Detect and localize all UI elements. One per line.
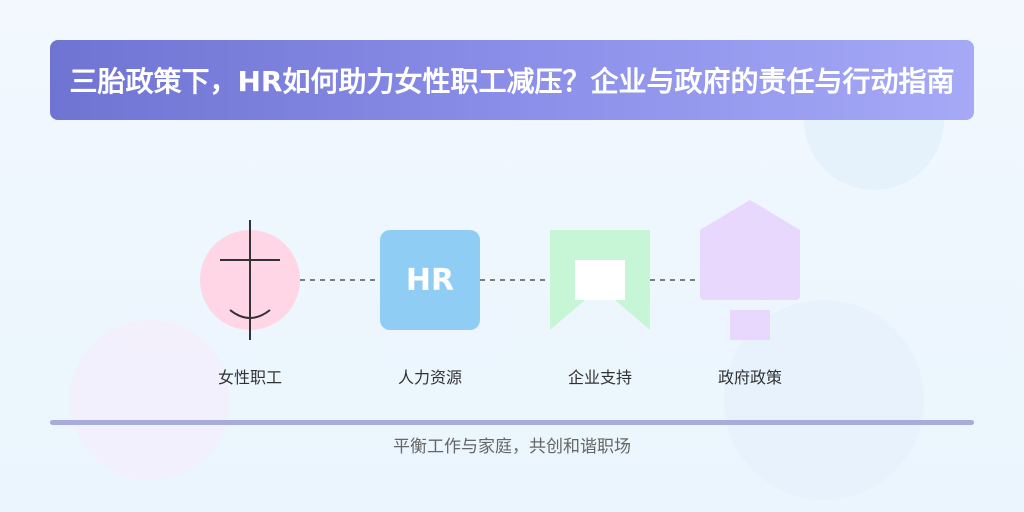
hr-icon: HR xyxy=(380,230,480,330)
hr-badge-text: HR xyxy=(406,263,454,298)
node-label-enterprise-support: 企业支持 xyxy=(567,368,632,387)
enterprise-window xyxy=(575,260,625,300)
government-building-icon xyxy=(700,200,800,340)
footer-divider xyxy=(50,420,974,425)
title-banner: 三胎政策下，HR如何助力女性职工减压？企业与政府的责任与行动指南 xyxy=(50,40,974,120)
hr-box xyxy=(380,230,480,330)
female-worker-icon xyxy=(200,220,300,340)
background-circle-left xyxy=(70,320,230,480)
government-building-body xyxy=(700,200,800,300)
node-label-female-worker: 女性职工 xyxy=(217,368,282,387)
page-title: 三胎政策下，HR如何助力女性职工减压？企业与政府的责任与行动指南 xyxy=(69,65,955,98)
node-label-hr: 人力资源 xyxy=(397,368,462,387)
enterprise-support-icon xyxy=(550,230,650,330)
female-worker-smile xyxy=(229,309,271,319)
footer-slogan: 平衡工作与家庭，共创和谐职场 xyxy=(393,437,631,457)
node-label-government-policy: 政府政策 xyxy=(717,368,782,387)
government-base-block xyxy=(730,310,770,340)
